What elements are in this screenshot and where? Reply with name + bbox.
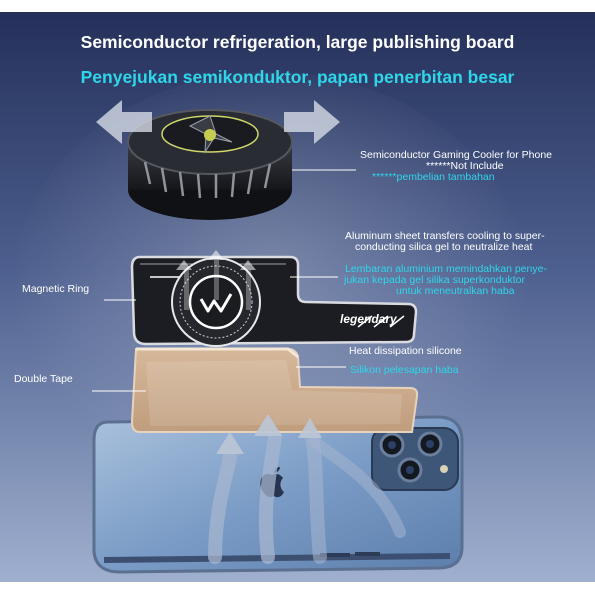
silicone-label-indonesian: Silikon pelesapan haba [350, 364, 459, 376]
aluminum-label-line1: Aluminum sheet transfers cooling to supe… [345, 230, 545, 242]
title-indonesian: Penyejukan semikonduktor, papan penerbit… [80, 67, 515, 87]
cooler-not-included: ******Not Include [426, 160, 504, 172]
product-diagram: legendary [0, 12, 595, 582]
cooler-label-indonesian: ******pembelian tambahan [372, 171, 495, 183]
aluminum-label-indonesian-line3: untuk meneutralkan haba [396, 285, 515, 297]
aluminum-label-indonesian-line2: jukan kepada gel silika superkonduktor [344, 274, 525, 286]
aluminum-label-indonesian-line1: Lembaran aluminium memindahkan penye- [345, 263, 547, 275]
aluminum-plate [130, 250, 418, 347]
plate-brand-label: legendary [340, 312, 398, 326]
double-arrow-icon [96, 100, 340, 144]
magnetic-ring-label: Magnetic Ring [22, 283, 90, 295]
aluminum-label-line2: conducting silica gel to neutralize heat [355, 241, 533, 253]
heat-dissipation-silicone [130, 348, 419, 433]
double-tape [146, 360, 402, 426]
illustration: legendary [0, 12, 595, 582]
title-english: Semiconductor refrigeration, large publi… [80, 32, 515, 52]
cooler-fan [127, 109, 293, 220]
cooler-label: Semiconductor Gaming Cooler for Phone [360, 149, 553, 161]
heat-flow-arrows-icon [208, 430, 406, 564]
silicone-label: Heat dissipation silicone [349, 345, 462, 357]
phone [92, 415, 464, 574]
double-tape-label: Double Tape [14, 373, 73, 385]
